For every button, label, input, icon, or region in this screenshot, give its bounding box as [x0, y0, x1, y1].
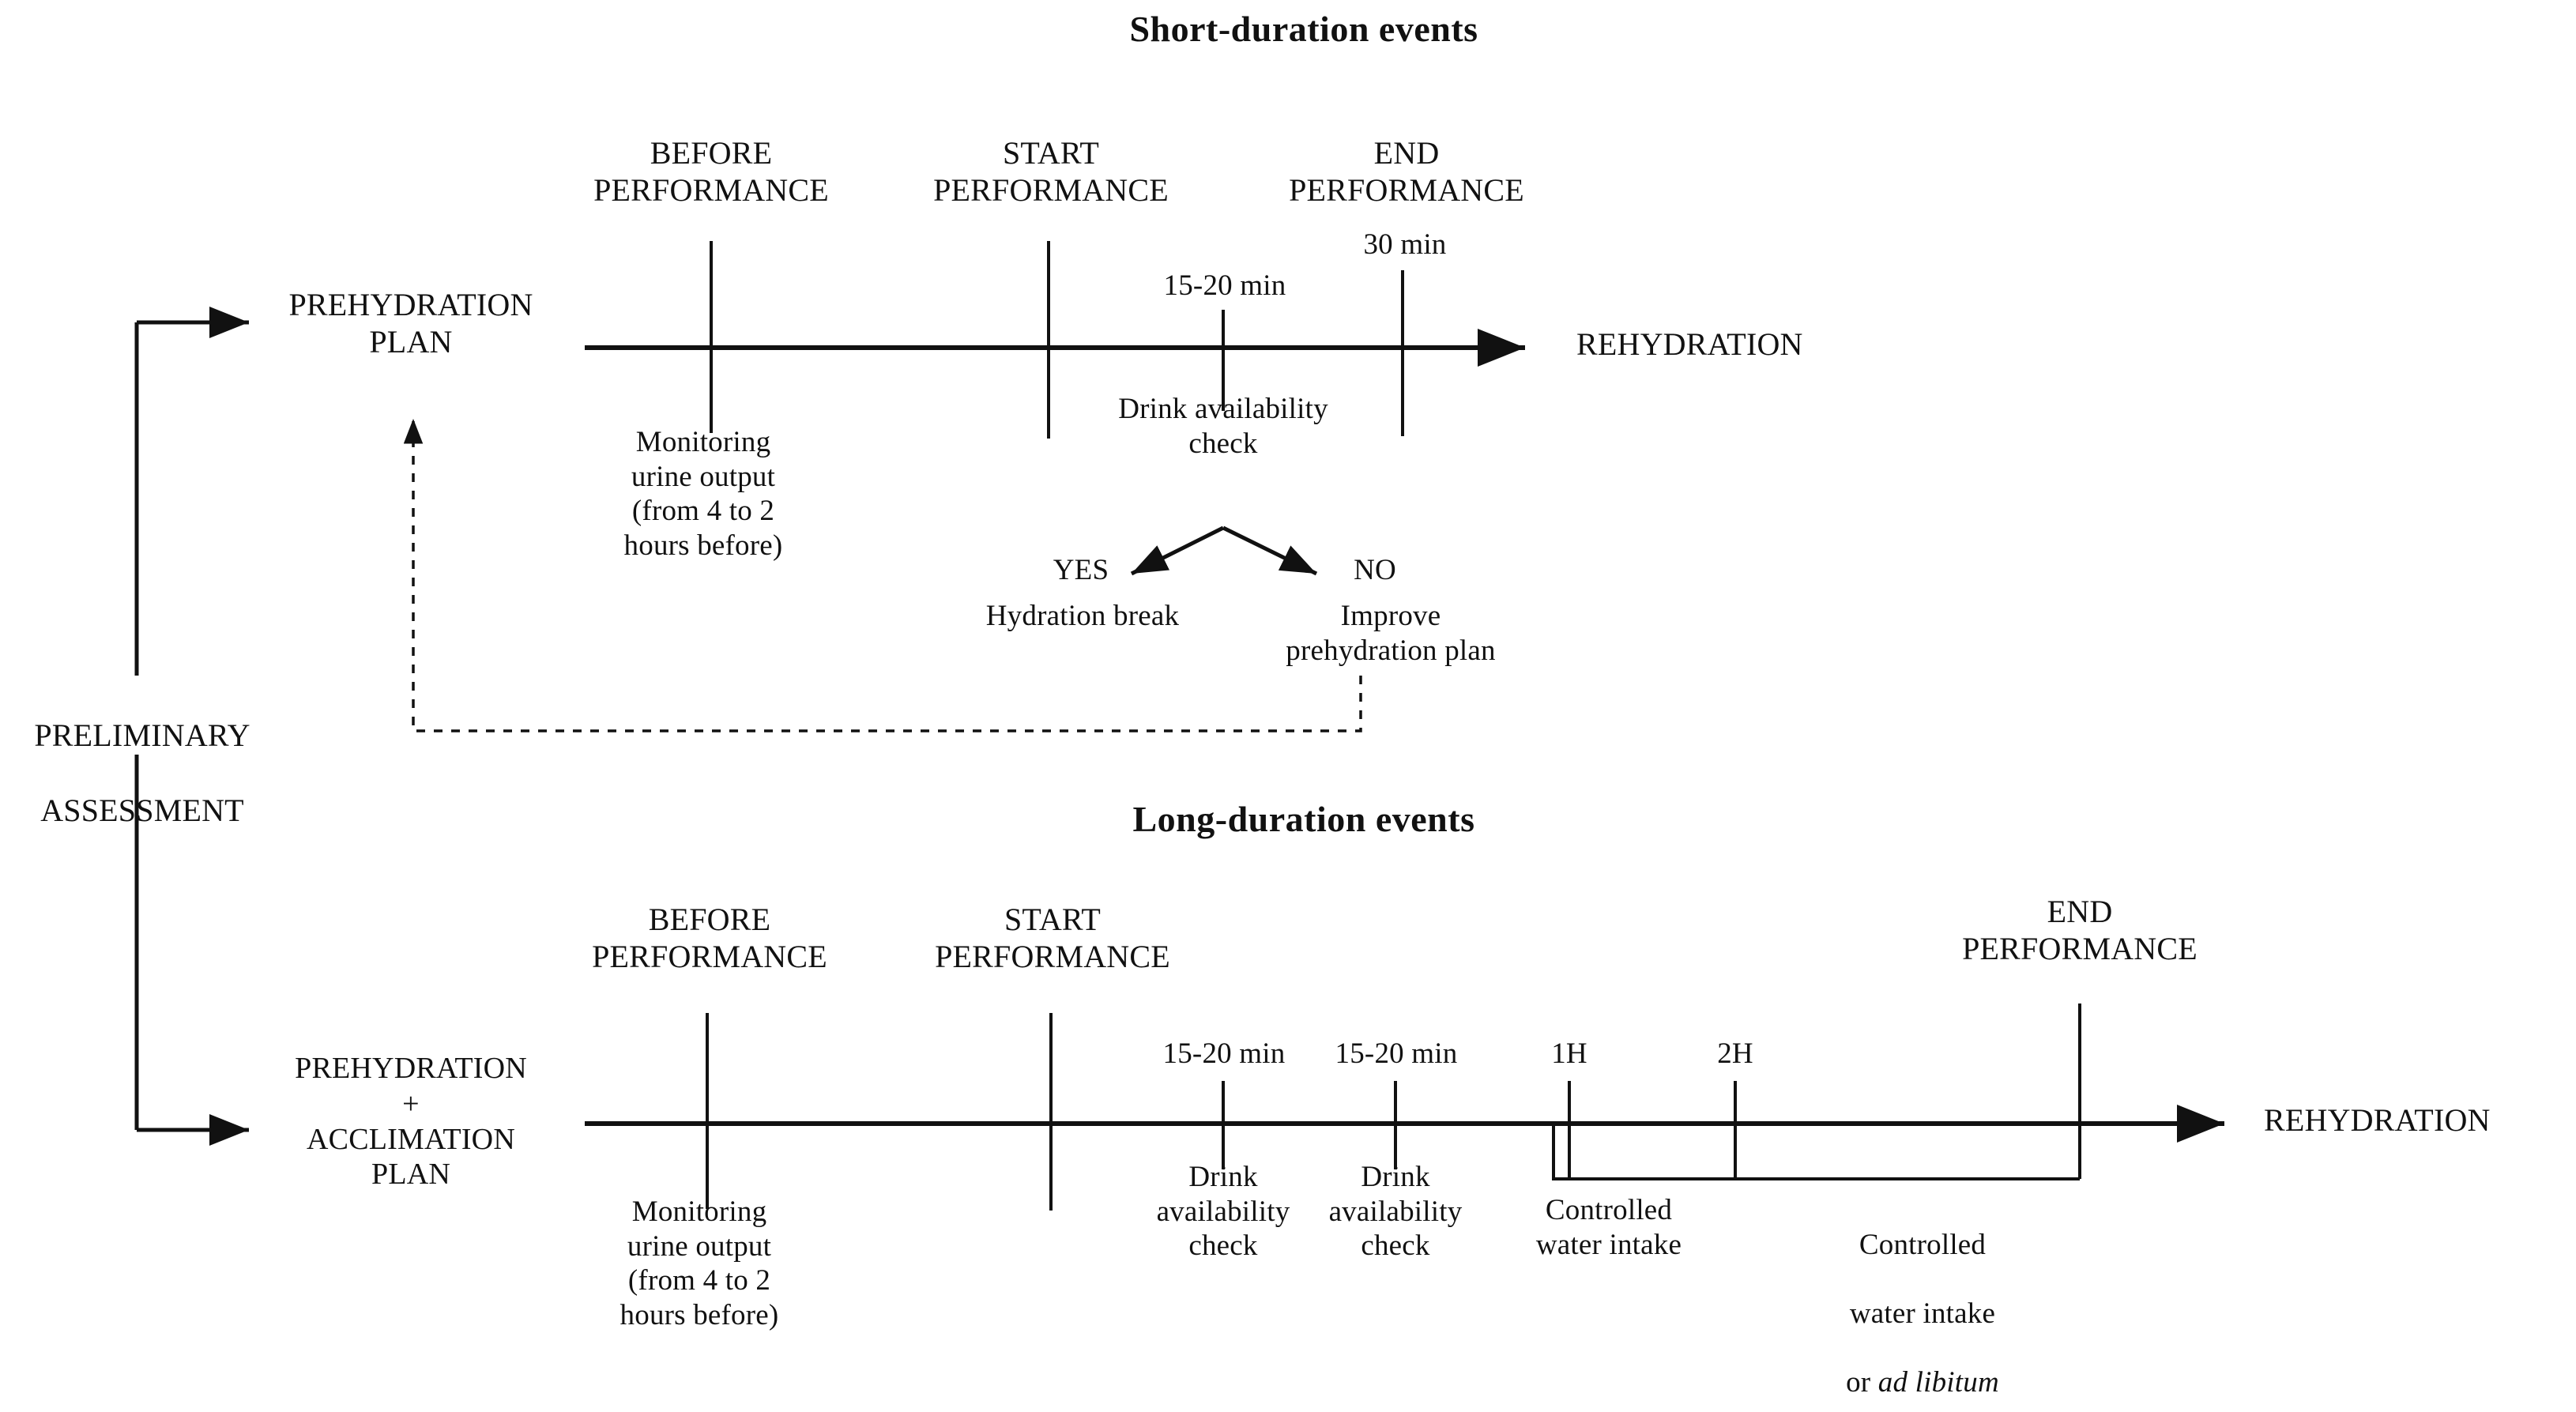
long-milestone-end-performance: END PERFORMANCE	[1962, 894, 2198, 967]
preliminary-assessment-label: PRELIMINARY ASSESSMENT	[0, 680, 284, 866]
ad-libitum-line2: water intake	[1849, 1297, 1996, 1330]
short-prehydration-plan-label: PREHYDRATION PLAN	[288, 287, 533, 360]
long-note-drink-availability-check-first: Drink availability check	[1156, 1161, 1290, 1263]
short-decision-yes-answer: YES	[1053, 554, 1109, 586]
long-milestone-interval-15-20-second: 15-20 min	[1335, 1037, 1458, 1070]
drink-availability-decision-branches	[1130, 525, 1318, 576]
long-milestone-hour-1: 1H	[1551, 1037, 1587, 1070]
preliminary-assessment-line1: PRELIMINARY	[34, 717, 250, 754]
short-milestone-start-performance: START PERFORMANCE	[933, 135, 1169, 209]
long-note-controlled-water-intake: Controlled water intake	[1535, 1194, 1682, 1261]
long-milestone-interval-15-20-first: 15-20 min	[1162, 1037, 1286, 1070]
short-milestone-end-performance: END PERFORMANCE	[1289, 135, 1524, 209]
short-milestone-before-performance: BEFORE PERFORMANCE	[593, 135, 829, 209]
long-milestone-before-performance: BEFORE PERFORMANCE	[592, 902, 827, 975]
short-decision-yes-action: Hydration break	[985, 600, 1180, 632]
long-milestone-start-performance: START PERFORMANCE	[935, 902, 1170, 975]
short-note-drink-availability-check: Drink availability check	[1118, 393, 1328, 460]
improve-prehydration-feedback-loop	[403, 419, 1362, 732]
short-decision-no-action: Improve prehydration plan	[1286, 600, 1496, 667]
ad-libitum-line3: or ad libitum	[1792, 1365, 2053, 1400]
ad-libitum-line1: Controlled	[1859, 1228, 1987, 1261]
long-rehydration-label: REHYDRATION	[2264, 1102, 2491, 1138]
ad-libitum-term: ad libitum	[1877, 1366, 1999, 1399]
long-note-controlled-water-intake-ad-libitum: Controlled water intake or ad libitum	[1792, 1193, 2053, 1412]
short-note-monitoring-urine-output: Monitoring urine output (from 4 to 2 hou…	[623, 426, 783, 562]
long-note-drink-availability-check-second: Drink availability check	[1328, 1161, 1463, 1263]
long-milestone-hour-2: 2H	[1717, 1037, 1753, 1070]
short-rehydration-label: REHYDRATION	[1576, 326, 1803, 362]
short-milestone-interval-30: 30 min	[1363, 228, 1447, 261]
long-prehydration-acclimation-plan-label: PREHYDRATION + ACCLIMATION PLAN	[295, 1052, 527, 1192]
preliminary-assessment-line2: ASSESSMENT	[40, 792, 244, 828]
long-duration-section-title: Long-duration events	[1132, 799, 1475, 839]
ad-libitum-prefix: or	[1846, 1366, 1878, 1399]
short-decision-no-answer: NO	[1354, 554, 1396, 586]
short-duration-section-title: Short-duration events	[1129, 9, 1478, 49]
long-note-monitoring-urine-output: Monitoring urine output (from 4 to 2 hou…	[620, 1195, 779, 1331]
short-milestone-interval-15-20: 15-20 min	[1163, 269, 1286, 302]
